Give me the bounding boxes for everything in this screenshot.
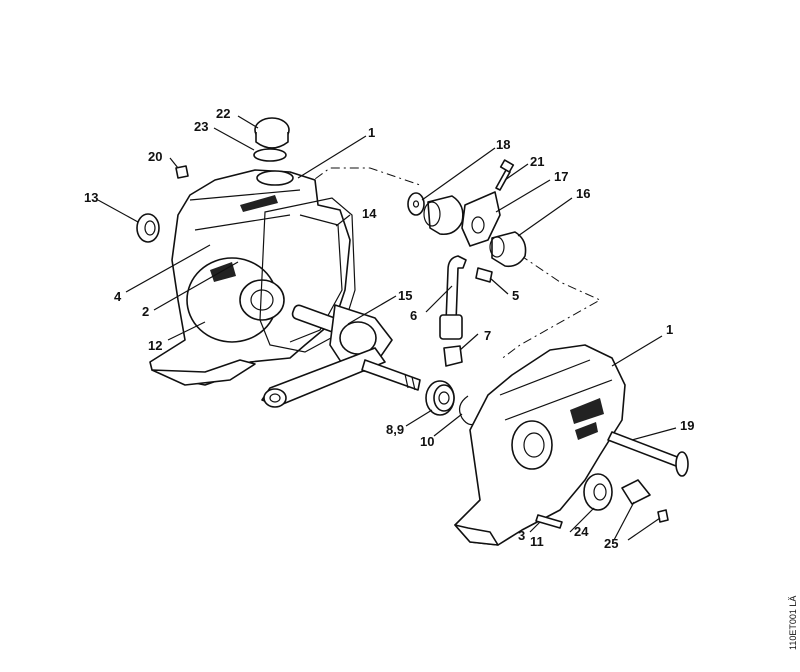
ball-bearing-8-9: [425, 380, 455, 416]
callout-17: 17: [554, 169, 568, 184]
callout-7: 7: [484, 328, 491, 343]
crankcase-left-half: [149, 169, 351, 386]
oil-seal-13: [136, 213, 160, 243]
callout-13: 13: [84, 190, 98, 205]
screw-21: [495, 159, 515, 191]
callout-11: 11: [530, 534, 544, 549]
callout-25: 25: [604, 536, 618, 551]
pickup-filter-7: [443, 345, 463, 367]
cap-seal-ring: [253, 148, 287, 162]
callout-12: 12: [148, 338, 162, 353]
leader-lines: [97, 115, 677, 541]
callout-14: 14: [362, 206, 377, 221]
callout-21: 21: [530, 154, 544, 169]
callout-1: 1: [666, 322, 673, 337]
callout-18: 18: [496, 137, 510, 152]
screw-25: [657, 509, 669, 523]
drawing-reference: 110ET001 LÄ: [788, 596, 798, 650]
callout-5: 5: [512, 288, 519, 303]
oil-filler-cap: [254, 117, 290, 149]
callout-6: 6: [410, 308, 417, 323]
screw-19: [607, 431, 689, 477]
callout-3: 3: [518, 528, 525, 543]
callout-23: 23: [194, 119, 208, 134]
callout-10: 10: [420, 434, 434, 449]
buffer-16: [489, 231, 527, 268]
callout-2: 2: [142, 304, 149, 319]
callout-20: 20: [148, 149, 162, 164]
washer-18: [407, 192, 425, 216]
screw-3-11: [535, 514, 563, 529]
callout-24: 24: [574, 524, 589, 539]
oil-seal-24: [583, 473, 613, 511]
callout-15: 15: [398, 288, 412, 303]
callout-19: 19: [680, 418, 694, 433]
callout-4: 4: [114, 289, 122, 304]
annular-buffer-pair: [423, 195, 464, 236]
pickup-hose-6: [439, 255, 467, 340]
fitting-5: [475, 267, 493, 283]
plug-20: [175, 165, 189, 179]
callout-1: 1: [368, 125, 375, 140]
callout-22: 22: [216, 106, 230, 121]
crankshaft-15: [261, 304, 421, 408]
callout-8-9: 8,9: [386, 422, 404, 437]
assembly-dash-line: [299, 167, 602, 361]
filler-neck: [256, 170, 294, 186]
cover-24: [621, 479, 651, 505]
callout-16: 16: [576, 186, 590, 201]
crankcase-right-half: [454, 344, 626, 546]
bracket-17: [461, 191, 501, 247]
